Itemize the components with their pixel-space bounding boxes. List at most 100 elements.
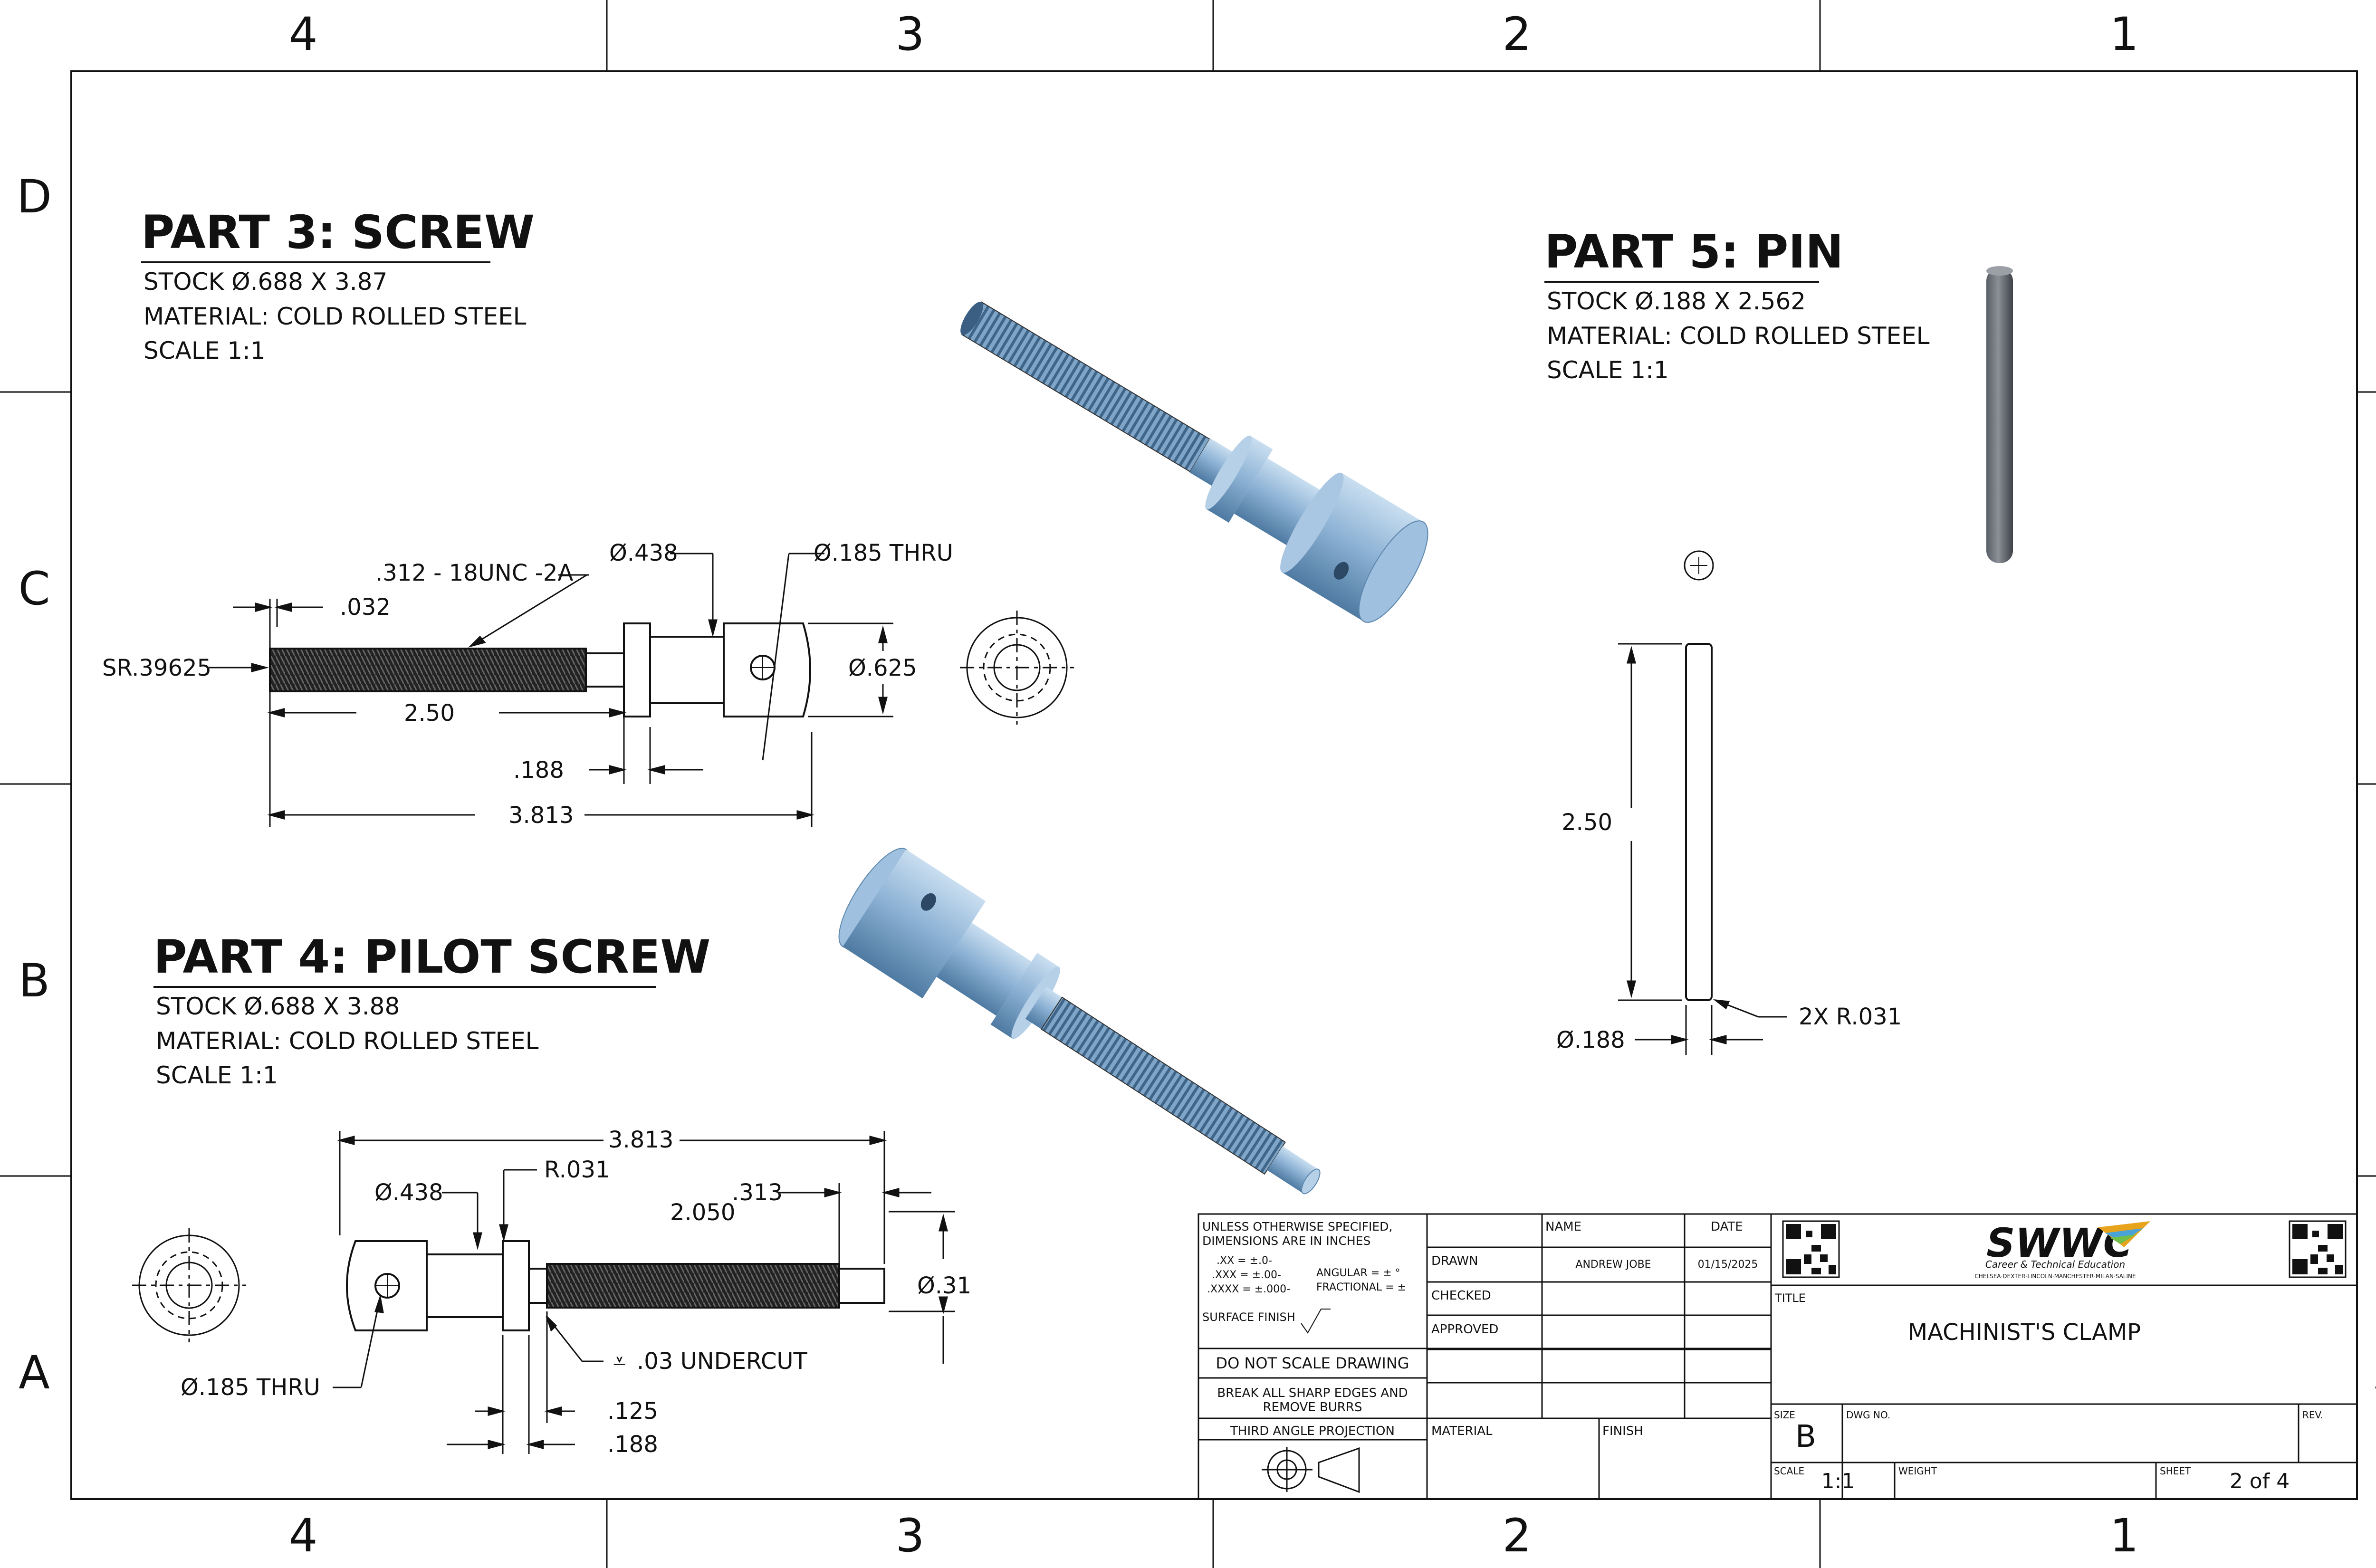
swwc-logo: SWWC Career & Technical Education CHELSE…: [1974, 1220, 2150, 1280]
part5-dim-labels: 2.50 Ø.188 2X R.031: [1556, 809, 1902, 1053]
drawing-title: MACHINIST'S CLAMP: [1908, 1319, 2141, 1346]
part4-dim-d31: Ø.31: [917, 1272, 971, 1299]
zone-row-b-right: B: [2375, 954, 2376, 1007]
sheet-label: SHEET: [2160, 1465, 2191, 1477]
qr-code-left-icon: [1782, 1220, 1840, 1278]
third-angle-projection-icon: [1262, 1447, 1360, 1493]
scale-value: 1:1: [1821, 1469, 1855, 1493]
part4-collar: [502, 1240, 530, 1331]
title-block-grid: [1198, 1213, 2358, 1500]
part3-dim-sr: SR.39625: [102, 655, 211, 681]
approved-label: APPROVED: [1431, 1322, 1498, 1337]
part3-dim-d438: Ø.438: [609, 540, 678, 566]
part5-title: PART 5: PIN: [1544, 225, 1843, 278]
part4-dim-labels: 3.813 R.031 Ø.438 2.050 .313 Ø.31 Ø.185 …: [181, 1127, 971, 1458]
part3-material: MATERIAL: COLD ROLLED STEEL: [144, 303, 527, 330]
part3-dim-len250: 2.50: [404, 700, 455, 727]
finish-label: FINISH: [1602, 1424, 1643, 1438]
zone-row-b-left: B: [19, 954, 50, 1007]
drawn-name: ANDREW JOBE: [1575, 1259, 1651, 1271]
material-label: MATERIAL: [1431, 1424, 1493, 1438]
tolerance-block: UNLESS OTHERWISE SPECIFIED, DIMENSIONS A…: [1202, 1220, 1409, 1493]
scale-label: SCALE: [1774, 1465, 1804, 1477]
part4-dim-len2050: 2.050: [670, 1199, 735, 1226]
zone-col-2-bottom: 2: [1502, 1509, 1531, 1562]
part5-material: MATERIAL: COLD ROLLED STEEL: [1547, 322, 1930, 350]
part3-dimensions: [209, 553, 893, 827]
part5-isometric: [1986, 266, 2013, 563]
tolerance-header-1: UNLESS OTHERWISE SPECIFIED,: [1202, 1220, 1392, 1233]
surface-finish-label: SURFACE FINISH: [1202, 1310, 1295, 1324]
tol-xxxx: .XXXX = ±.000-: [1207, 1283, 1290, 1295]
countersink-depth-icon: ⩡: [613, 1348, 626, 1375]
drawn-label: DRAWN: [1431, 1254, 1478, 1268]
zone-col-4-bottom: 4: [288, 1509, 317, 1562]
rev-label: REV.: [2302, 1409, 2323, 1421]
zone-row-d-right: D: [2373, 170, 2376, 223]
surface-finish-icon: [1301, 1309, 1331, 1334]
drawn-date: 01/15/2025: [1698, 1259, 1758, 1271]
date-header: DATE: [1711, 1220, 1743, 1234]
part3-collar: [623, 622, 651, 717]
part4-dim-len313: .313: [732, 1179, 783, 1206]
part5-stock: STOCK Ø.188 X 2.562: [1547, 287, 1806, 315]
zone-col-4-top: 4: [288, 8, 317, 61]
part4-dim-thru: Ø.185 THRU: [181, 1374, 320, 1401]
part4-dim-undercut: .03 UNDERCUT: [637, 1348, 808, 1375]
part5-dimensions: [1618, 643, 1787, 1055]
zone-row-c-left: C: [18, 562, 50, 615]
part4-end-view: [132, 1228, 246, 1342]
part4-header: PART 4: PILOT SCREW STOCK Ø.688 X 3.88 M…: [153, 930, 710, 1089]
part5-dim-len250: 2.50: [1562, 809, 1612, 836]
logo-sub: Career & Technical Education: [1985, 1259, 2125, 1270]
part4-title: PART 4: PILOT SCREW: [153, 930, 710, 984]
part3-stock: STOCK Ø.688 X 3.87: [144, 268, 387, 296]
part3-head: [723, 622, 811, 717]
part5-header: PART 5: PIN STOCK Ø.188 X 2.562 MATERIAL…: [1544, 225, 1930, 384]
tol-xxx: .XXX = ±.00-: [1212, 1269, 1281, 1281]
part3-dim-labels: .312 - 18UNC -2A Ø.438 Ø.185 THRU .032 S…: [102, 540, 953, 829]
part4-dim-r031: R.031: [544, 1157, 610, 1183]
tolerance-header-2: DIMENSIONS ARE IN INCHES: [1202, 1234, 1370, 1248]
zone-row-d-left: D: [17, 170, 52, 223]
part4-thread: [546, 1263, 840, 1309]
part4-material: MATERIAL: COLD ROLLED STEEL: [156, 1027, 539, 1055]
break-edges-2: REMOVE BURRS: [1263, 1400, 1362, 1415]
part3-header: PART 3: SCREW STOCK Ø.688 X 3.87 MATERIA…: [141, 206, 535, 364]
part3-thread: [269, 648, 587, 692]
part5-end-view: [1684, 550, 1714, 581]
part5-dim-r031: 2X R.031: [1799, 1004, 1902, 1030]
part3-dim-thread: .312 - 18UNC -2A: [375, 560, 573, 586]
zone-row-c-right: C: [2374, 562, 2376, 615]
checked-label: CHECKED: [1431, 1289, 1491, 1303]
qr-code-right-icon: [2289, 1220, 2347, 1278]
sheet-value: 2 of 4: [2230, 1469, 2290, 1493]
part5-scale: SCALE 1:1: [1547, 356, 1669, 384]
title-area: TITLE MACHINIST'S CLAMP SIZE B DWG NO. R…: [1774, 1291, 2323, 1493]
break-edges-1: BREAK ALL SHARP EDGES AND: [1217, 1386, 1408, 1400]
part3-dim-d625: Ø.625: [848, 655, 917, 681]
weight-label: WEIGHT: [1898, 1465, 1937, 1477]
part4-isometric: [838, 848, 1321, 1195]
zone-col-3-top: 3: [895, 8, 924, 61]
title-label: TITLE: [1774, 1291, 1806, 1305]
part4-dimensions: [333, 1131, 955, 1454]
signoff-block: NAME DATE DRAWN ANDREW JOBE 01/15/2025 C…: [1431, 1220, 1758, 1438]
part4-pilot: [838, 1268, 885, 1304]
part3-dim-len188: .188: [513, 757, 564, 784]
logo-sub2: CHELSEA·DEXTER·LINCOLN·MANCHESTER·MILAN·…: [1974, 1273, 2136, 1280]
part3-screw-side-view: [269, 622, 811, 717]
size-label: SIZE: [1774, 1409, 1795, 1421]
part3-neck: [649, 636, 725, 704]
size-value: B: [1795, 1419, 1816, 1454]
zone-labels: 4 3 2 1 4 3 2 1 D C B A D C B A: [17, 8, 2376, 1562]
part4-stock: STOCK Ø.688 X 3.88: [156, 993, 400, 1020]
part3-end-view: [960, 611, 1074, 725]
tol-xx: .XX = ±.0-: [1217, 1255, 1272, 1267]
part5-side-view: [1685, 643, 1713, 1001]
part4-dim-len188: .188: [607, 1431, 658, 1458]
zone-row-a-right: A: [2375, 1346, 2376, 1399]
projection-label: THIRD ANGLE PROJECTION: [1230, 1424, 1395, 1438]
